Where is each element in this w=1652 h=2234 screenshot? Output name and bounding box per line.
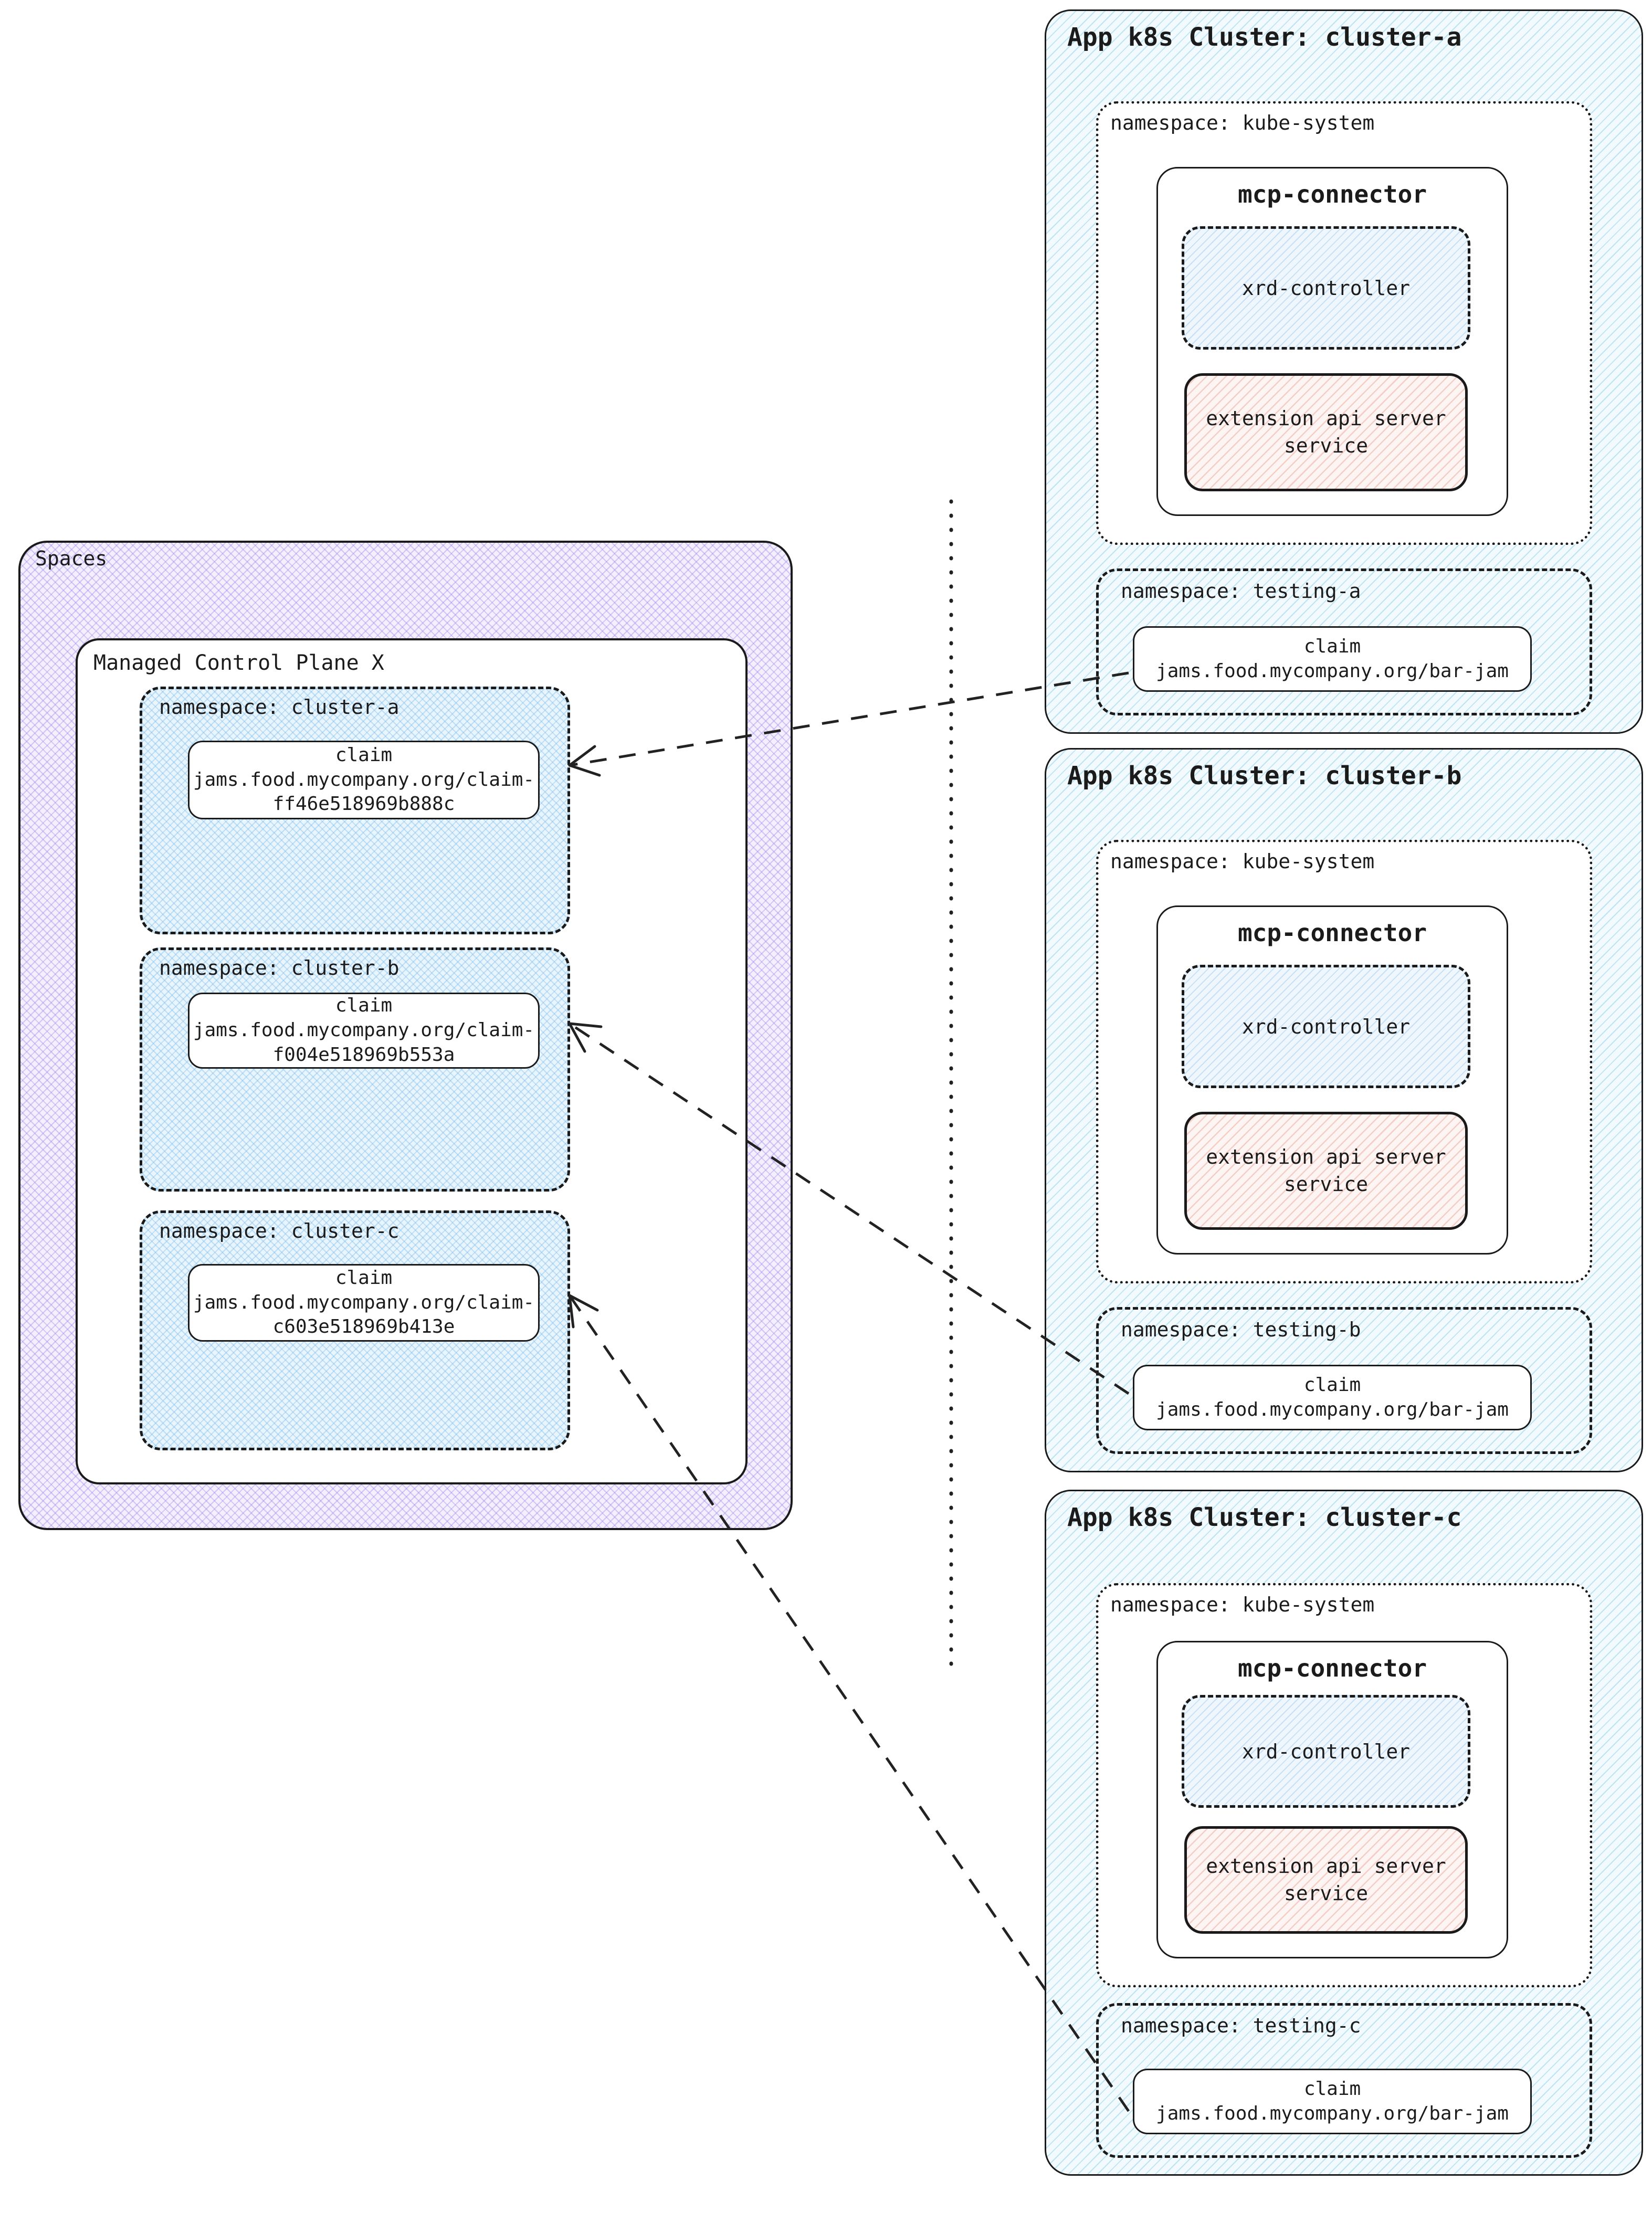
extension-api-server-box: extension api server service xyxy=(1184,1826,1468,1934)
xrd-controller-box: xrd-controller xyxy=(1182,965,1470,1088)
claim-box-cluster-c: claim jams.food.mycompany.org/claim- c60… xyxy=(188,1264,540,1342)
xrd-controller-label: xrd-controller xyxy=(1241,276,1411,300)
extension-api-line2: service xyxy=(1283,1881,1369,1905)
claim-title: claim xyxy=(1303,635,1361,657)
managed-control-plane-box: Managed Control Plane X namespace: clust… xyxy=(76,638,748,1484)
mcp-connector-box: mcp-connector xrd-controller extension a… xyxy=(1156,905,1508,1255)
claim-resource: jams.food.mycompany.org/claim- xyxy=(193,1291,535,1313)
claim-resource: jams.food.mycompany.org/bar-jam xyxy=(1156,660,1509,682)
testing-b-label: namespace: testing-b xyxy=(1121,1318,1361,1341)
kube-system-label: namespace: kube-system xyxy=(1110,111,1375,134)
claim-title: claim xyxy=(335,995,393,1017)
extension-api-server-box: extension api server service xyxy=(1184,373,1468,491)
kube-system-namespace-box: namespace: kube-system mcp-connector xrd… xyxy=(1096,1583,1592,1987)
managed-control-plane-title: Managed Control Plane X xyxy=(93,651,384,675)
testing-c-namespace-box: namespace: testing-c claim jams.food.myc… xyxy=(1096,2003,1592,2158)
mcp-connector-box: mcp-connector xrd-controller extension a… xyxy=(1156,167,1508,516)
kube-system-namespace-box: namespace: kube-system mcp-connector xrd… xyxy=(1096,840,1592,1283)
claim-title: claim xyxy=(335,1267,393,1289)
testing-b-namespace-box: namespace: testing-b claim jams.food.myc… xyxy=(1096,1307,1592,1454)
app-cluster-a-title: App k8s Cluster: cluster-a xyxy=(1067,23,1462,52)
claim-resource: jams.food.mycompany.org/claim- xyxy=(193,768,535,791)
app-cluster-b-title: App k8s Cluster: cluster-b xyxy=(1067,761,1462,791)
app-cluster-c-title: App k8s Cluster: cluster-c xyxy=(1067,1503,1462,1532)
extension-api-line1: extension api server xyxy=(1206,407,1446,430)
mcp-connector-title: mcp-connector xyxy=(1237,180,1427,208)
mcp-connector-title: mcp-connector xyxy=(1237,919,1427,947)
spaces-label: Spaces xyxy=(35,547,108,570)
xrd-controller-label: xrd-controller xyxy=(1241,1015,1411,1038)
mcp-connector-title: mcp-connector xyxy=(1237,1654,1427,1682)
extension-api-line2: service xyxy=(1283,1172,1369,1196)
kube-system-label: namespace: kube-system xyxy=(1110,1593,1375,1616)
mcp-connector-box: mcp-connector xrd-controller extension a… xyxy=(1156,1641,1508,1958)
claim-title: claim xyxy=(1303,1374,1361,1396)
namespace-cluster-c-box: namespace: cluster-c claim jams.food.myc… xyxy=(140,1210,570,1450)
claim-title: claim xyxy=(335,744,393,766)
app-cluster-a-box: App k8s Cluster: cluster-a namespace: ku… xyxy=(1045,9,1643,734)
testing-a-namespace-box: namespace: testing-a claim jams.food.myc… xyxy=(1096,568,1592,715)
claim-resource: jams.food.mycompany.org/bar-jam xyxy=(1156,2102,1509,2124)
claim-box-cluster-b: claim jams.food.mycompany.org/claim- f00… xyxy=(188,993,540,1069)
spaces-box: Spaces Managed Control Plane X namespace… xyxy=(18,541,793,1530)
claim-resource: jams.food.mycompany.org/claim- xyxy=(193,1019,535,1041)
namespace-cluster-b-box: namespace: cluster-b claim jams.food.myc… xyxy=(140,947,570,1192)
claim-title: claim xyxy=(1303,2078,1361,2100)
testing-a-label: namespace: testing-a xyxy=(1121,579,1361,603)
testing-c-label: namespace: testing-c xyxy=(1121,2014,1361,2037)
kube-system-namespace-box: namespace: kube-system mcp-connector xrd… xyxy=(1096,101,1592,545)
claim-box-cluster-a: claim jams.food.mycompany.org/claim- ff4… xyxy=(188,741,540,819)
extension-api-server-box: extension api server service xyxy=(1184,1112,1468,1230)
claim-box-bar-jam-c: claim jams.food.mycompany.org/bar-jam xyxy=(1133,2069,1532,2134)
namespace-cluster-b-label: namespace: cluster-b xyxy=(159,956,399,979)
namespace-cluster-a-box: namespace: cluster-a claim jams.food.myc… xyxy=(140,687,570,934)
extension-api-line1: extension api server xyxy=(1206,1854,1446,1878)
extension-api-line1: extension api server xyxy=(1206,1145,1446,1169)
xrd-controller-box: xrd-controller xyxy=(1182,1695,1470,1808)
claim-resource: jams.food.mycompany.org/bar-jam xyxy=(1156,1398,1509,1420)
xrd-controller-box: xrd-controller xyxy=(1182,226,1470,350)
app-cluster-c-box: App k8s Cluster: cluster-c namespace: ku… xyxy=(1045,1490,1643,2176)
claim-hash: ff46e518969b888c xyxy=(272,793,455,815)
claim-box-bar-jam-b: claim jams.food.mycompany.org/bar-jam xyxy=(1133,1365,1532,1430)
claim-hash: c603e518969b413e xyxy=(272,1316,455,1338)
kube-system-label: namespace: kube-system xyxy=(1110,850,1375,873)
app-cluster-b-box: App k8s Cluster: cluster-b namespace: ku… xyxy=(1045,748,1643,1472)
extension-api-line2: service xyxy=(1283,434,1369,457)
namespace-cluster-c-label: namespace: cluster-c xyxy=(159,1219,399,1242)
claim-hash: f004e518969b553a xyxy=(272,1044,455,1066)
xrd-controller-label: xrd-controller xyxy=(1241,1740,1411,1763)
claim-box-bar-jam-a: claim jams.food.mycompany.org/bar-jam xyxy=(1133,626,1532,692)
namespace-cluster-a-label: namespace: cluster-a xyxy=(159,696,399,719)
